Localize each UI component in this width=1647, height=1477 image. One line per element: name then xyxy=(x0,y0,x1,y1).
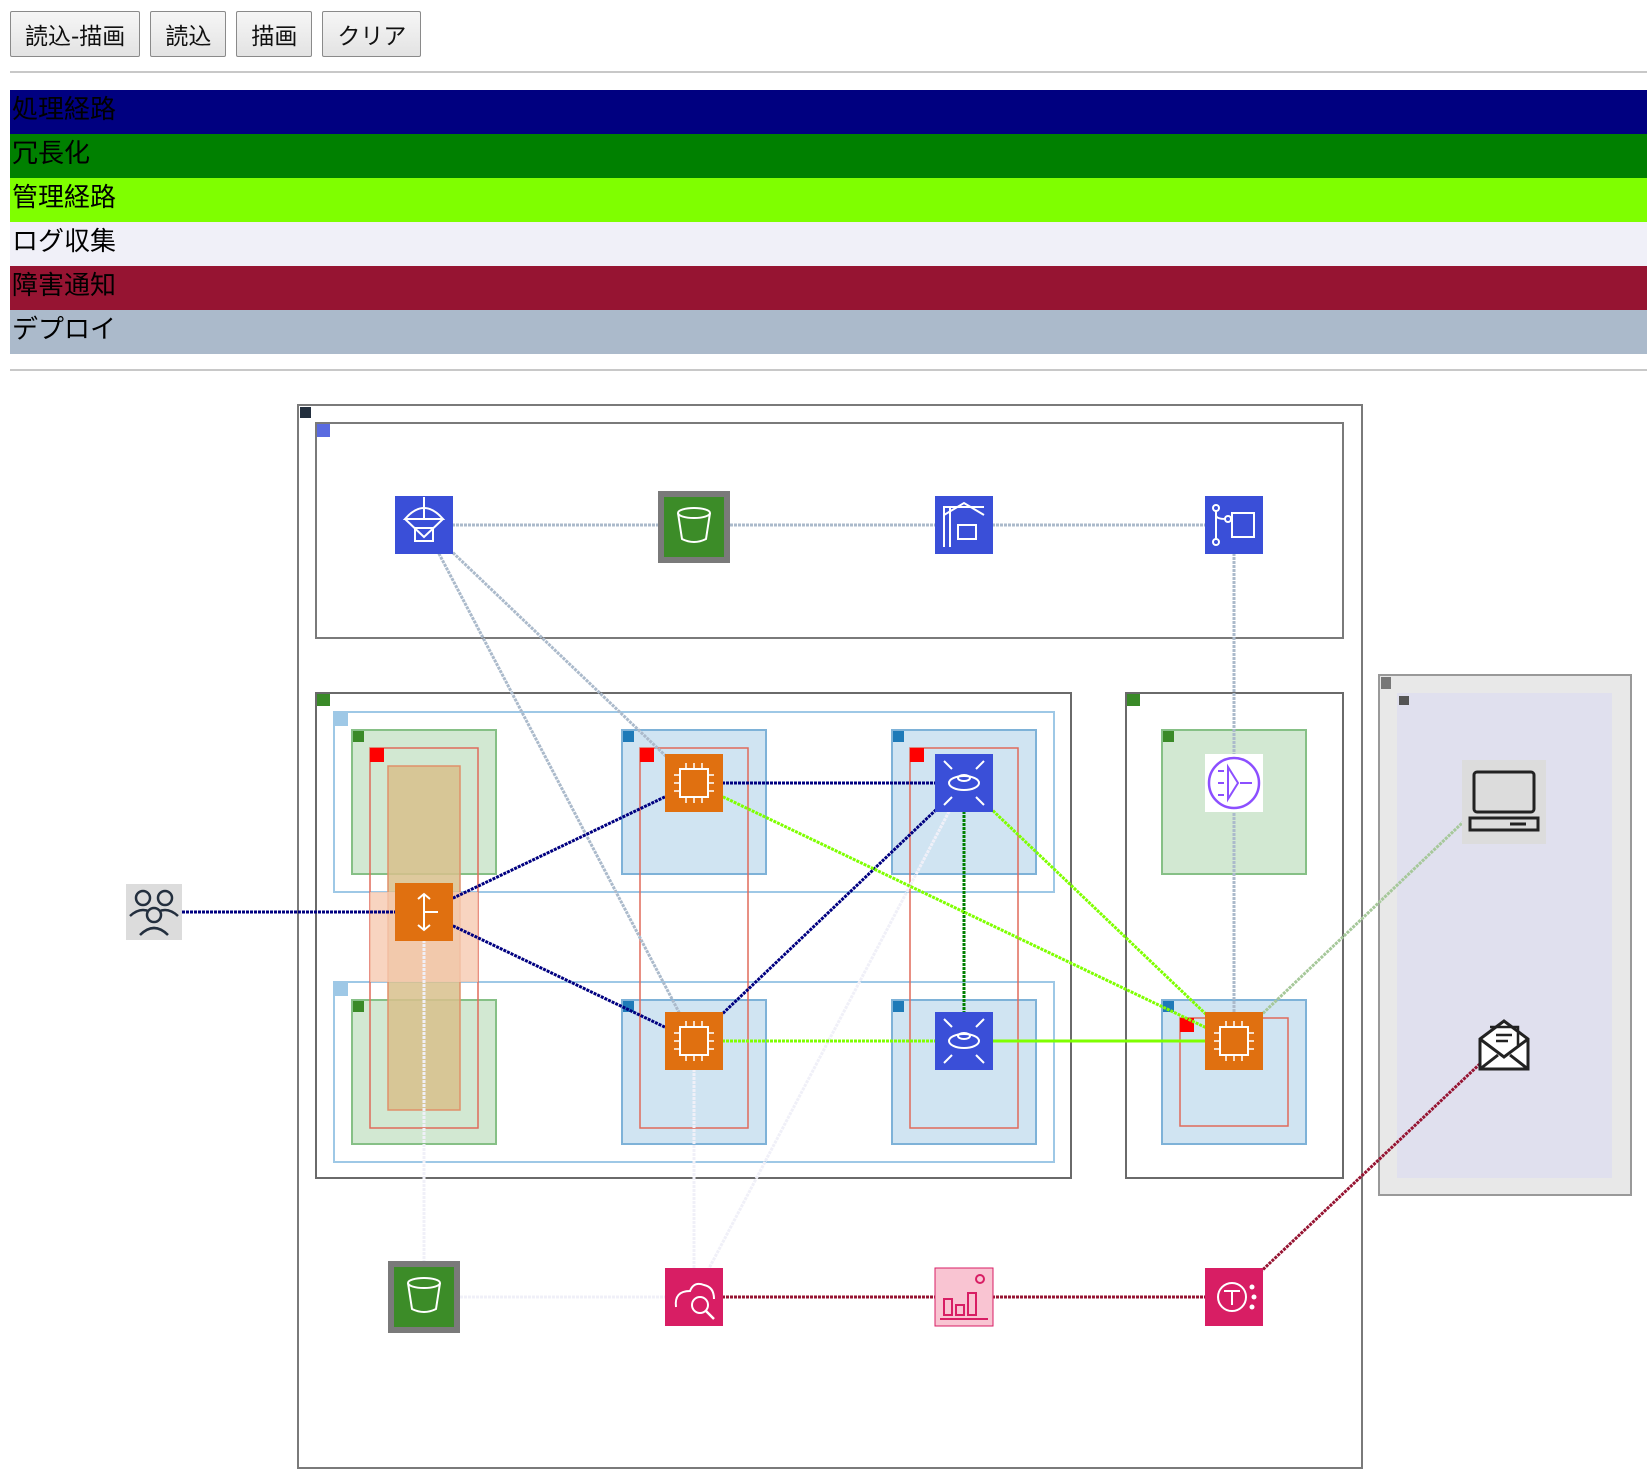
security-group-db xyxy=(909,747,1019,1129)
devtools-group-badge xyxy=(317,424,330,437)
private-subnet-2b-badge xyxy=(893,1001,904,1012)
s3-bucket-icon[interactable] xyxy=(658,491,730,563)
draw-button[interactable]: 描画 xyxy=(236,11,313,57)
s3-bucket-icon[interactable] xyxy=(388,1261,460,1333)
processing-line xyxy=(423,910,695,1043)
rds-database-icon[interactable] xyxy=(935,754,993,812)
codebuild-icon[interactable] xyxy=(935,496,993,554)
security-group-mgmt-badge xyxy=(1180,1018,1194,1032)
toolbar: 読込-描画 読込 描画 クリア xyxy=(10,11,422,58)
vpc-secondary-badge xyxy=(1127,694,1140,706)
cloudwatch-metrics-icon[interactable] xyxy=(934,1267,994,1327)
legend-redundancy: 冗長化 xyxy=(10,134,1647,178)
aws-cloud-group xyxy=(297,404,1363,1469)
private-subnet-3-badge xyxy=(1163,1001,1174,1012)
private-subnet-2a-badge xyxy=(623,1001,634,1012)
connections xyxy=(154,523,1506,1299)
processing-line xyxy=(692,781,966,1043)
corporate-datacenter-badge xyxy=(1381,677,1391,689)
notification-routes xyxy=(694,1039,1506,1299)
deploy-line xyxy=(422,523,696,785)
public-subnet-3-badge xyxy=(1163,731,1174,742)
route-legend: 処理経路 冗長化 管理経路 ログ収集 障害通知 デプロイ xyxy=(10,90,1647,354)
availability-zone-1 xyxy=(333,711,1055,893)
vpc-main-badge xyxy=(317,694,330,706)
legend-deploy: デプロイ xyxy=(10,310,1647,354)
sns-icon[interactable] xyxy=(1205,1268,1263,1326)
security-group-elb-badge xyxy=(370,748,384,762)
nat-gateway-icon[interactable] xyxy=(1205,754,1263,812)
client-route xyxy=(1232,781,1506,1043)
legend-management-route: 管理経路 xyxy=(10,178,1647,222)
ec2-instance-icon[interactable] xyxy=(665,1012,723,1070)
private-subnet-1a-badge xyxy=(623,731,634,742)
notification-line xyxy=(1232,1039,1506,1299)
load-balancer-icon[interactable] xyxy=(395,883,453,941)
availability-zone-2-badge xyxy=(334,982,348,996)
public-subnet-1-badge xyxy=(353,731,364,742)
client-management-line xyxy=(1232,781,1506,1043)
codedeploy-icon[interactable] xyxy=(395,496,453,554)
load-button[interactable]: 読込 xyxy=(150,11,227,57)
security-group-app-badge xyxy=(640,748,654,762)
legend-log-collection: ログ収集 xyxy=(10,222,1647,266)
processing-routes xyxy=(154,781,966,1043)
management-line xyxy=(693,781,1235,1043)
legend-failure-notification: 障害通知 xyxy=(10,266,1647,310)
private-subnet-1b-badge xyxy=(893,731,904,742)
rds-database-icon[interactable] xyxy=(935,1012,993,1070)
availability-zone-1-badge xyxy=(334,712,348,726)
email-notification-icon[interactable] xyxy=(1478,1019,1530,1071)
users-icon[interactable] xyxy=(126,884,182,940)
security-group-db-badge xyxy=(910,748,924,762)
cloudwatch-icon[interactable] xyxy=(665,1268,723,1326)
load-and-draw-button[interactable]: 読込-描画 xyxy=(10,11,141,57)
deploy-line xyxy=(422,524,696,1042)
devtools-group xyxy=(315,422,1344,639)
nodes xyxy=(126,491,1546,1333)
client-computer-icon[interactable] xyxy=(1462,760,1546,844)
client-network-badge xyxy=(1399,696,1409,705)
architecture-diagram xyxy=(126,404,1632,1469)
ec2-instance-icon[interactable] xyxy=(1205,1012,1263,1070)
ec2-instance-icon[interactable] xyxy=(665,754,723,812)
aws-cloud-group-badge xyxy=(300,407,311,418)
clear-button[interactable]: クリア xyxy=(322,11,422,57)
codepipeline-icon[interactable] xyxy=(1205,496,1263,554)
legend-processing-route: 処理経路 xyxy=(10,90,1647,134)
management-line xyxy=(962,781,1236,1043)
processing-line xyxy=(423,781,695,914)
middle-divider xyxy=(10,369,1647,371)
public-subnet-2-badge xyxy=(353,1001,364,1012)
top-divider xyxy=(10,71,1647,73)
